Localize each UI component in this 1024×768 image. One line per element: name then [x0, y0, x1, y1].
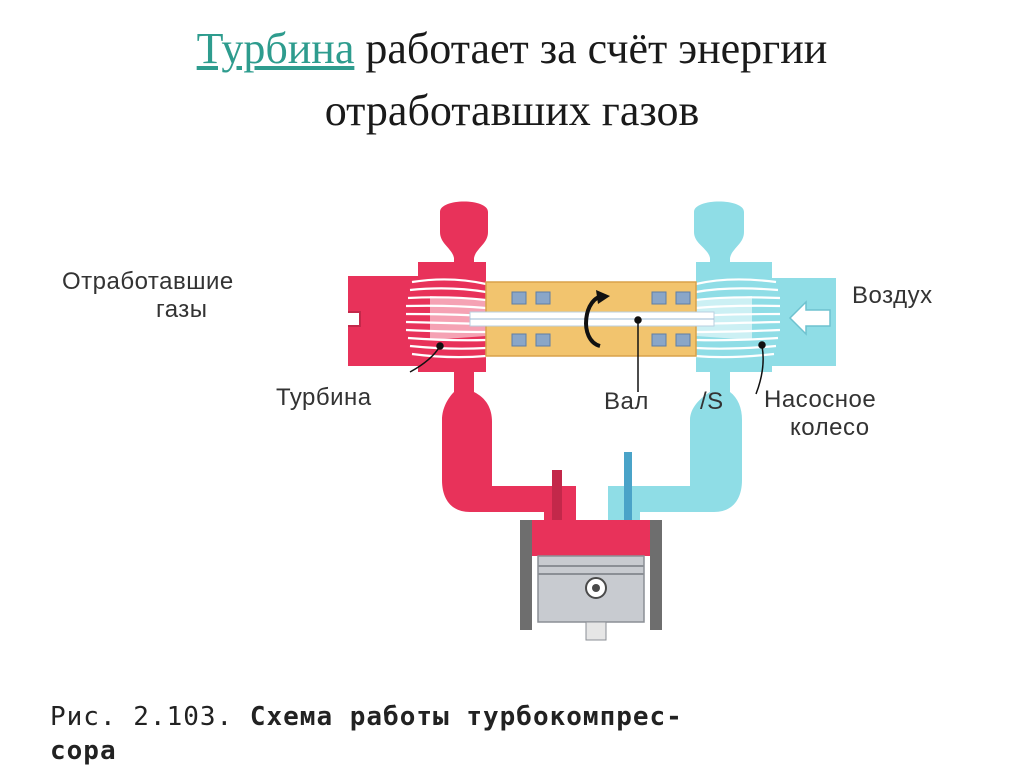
label-pump-line2: колесо [790, 414, 870, 441]
intake-arrow-icon [788, 300, 831, 336]
exhaust-pipe [442, 392, 576, 548]
title-line-1-rest: работает за счёт энергии [354, 24, 828, 73]
turbine-hub [430, 296, 486, 340]
compressor-hub [696, 296, 752, 340]
label-exhaust-line2: газы [156, 296, 208, 323]
label-shaft: Вал [604, 388, 649, 415]
turbine-link[interactable]: Турбина [196, 24, 355, 73]
center-housing [469, 281, 715, 357]
exhaust-valve-stem [552, 470, 562, 550]
caption-prefix: Рис. 2.103. [50, 702, 250, 732]
leader-lines [409, 316, 766, 395]
rotation-arrow-head [596, 290, 610, 304]
caption-line-1: Рис. 2.103. Схема работы турбокомпрес- [50, 700, 1010, 734]
title-line-2: отработавших газов [324, 86, 700, 135]
exhaust-side [348, 201, 576, 550]
connecting-rod [585, 621, 607, 641]
label-pump-line1: Насосное [764, 386, 877, 413]
label-exhaust-line1: Отработавшие [62, 268, 234, 295]
label-air: Воздух [852, 282, 933, 309]
intake-pipe [608, 392, 742, 548]
cylinder-wall-left [520, 520, 532, 630]
label-exhaust-gases: Отработавшие газы [62, 268, 234, 324]
exhaust-inlet-notch [348, 311, 361, 327]
label-shaft-s: /S [700, 388, 724, 415]
cylinder-head [532, 520, 650, 556]
engine-cylinder [520, 520, 662, 641]
caption-line-2: сора [50, 734, 1010, 768]
label-turbine: Турбина [276, 384, 372, 411]
intake-top-bulb [694, 201, 744, 270]
slide-title: Турбина работает за счёт энергии отработ… [0, 18, 1024, 142]
caption-title-cont: сора [50, 736, 117, 766]
intake-valve-stem [624, 452, 632, 550]
title-line-1: Турбина работает за счёт энергии [0, 18, 1024, 80]
intake-side [608, 201, 836, 550]
bearings [511, 291, 691, 347]
cylinder-wall-right [650, 520, 662, 630]
figure-caption: Рис. 2.103. Схема работы турбокомпрес- с… [50, 700, 1010, 768]
caption-title: Схема работы турбокомпрес- [249, 702, 683, 732]
piston-pin-center [592, 584, 600, 592]
exhaust-top-bulb [440, 201, 488, 270]
label-pump-wheel: Насосное колесо [764, 386, 876, 442]
